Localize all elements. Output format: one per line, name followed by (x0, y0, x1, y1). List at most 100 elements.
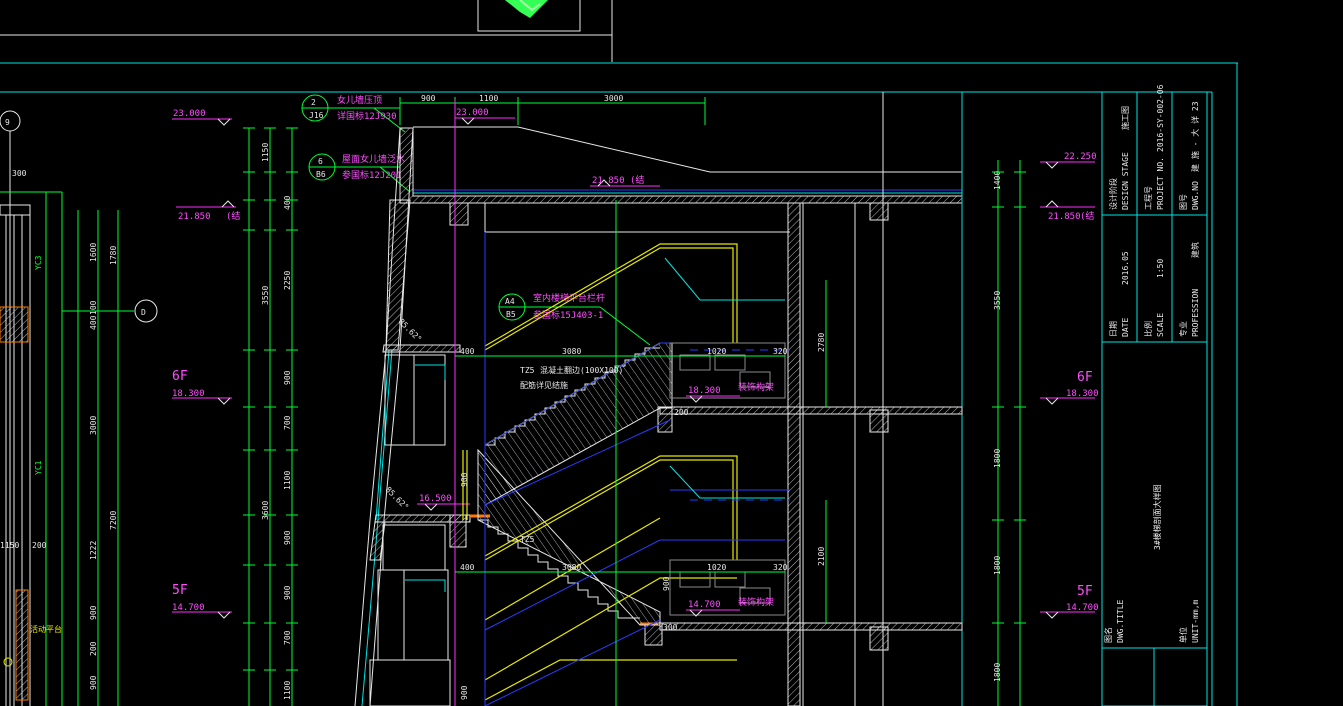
svg-text:室内楼梯平台栏杆: 室内楼梯平台栏杆 (533, 292, 605, 304)
svg-text:900: 900 (421, 94, 436, 103)
svg-text:6: 6 (318, 157, 323, 166)
svg-text:参国标15J403-1: 参国标15J403-1 (533, 309, 603, 321)
floor-5f-right: 5F (1077, 584, 1093, 599)
dim-label-left-10: 700 (283, 630, 292, 645)
project-value: 2016-SY-002-06 (1156, 84, 1165, 152)
dim-label-right-0: 1400 (993, 171, 1002, 190)
scale-en: SCALE (1156, 313, 1165, 337)
stage-value: 施工图 (1120, 106, 1130, 130)
top-dimension-chain: 900 1100 3000 23.000 (399, 94, 706, 125)
dim-label-right-1: 3550 (993, 291, 1002, 310)
svg-text:300: 300 (663, 623, 678, 632)
dim-label-left-7: 3600 (261, 501, 270, 520)
decor-note-2: 装饰构架 (738, 596, 774, 608)
dim-label-left2-5: 7200 (109, 511, 118, 530)
callout-a4[interactable]: A4 B5 室内楼梯平台栏杆 参国标15J403-1 (498, 292, 651, 346)
svg-text:200: 200 (674, 408, 689, 417)
floor-6f-right: 6F (1077, 370, 1093, 385)
sheet-frame (0, 0, 1238, 706)
svg-text:1020: 1020 (707, 347, 726, 356)
scale-value: 1:50 (1156, 259, 1165, 278)
svg-text:400: 400 (460, 563, 475, 572)
svg-text:320: 320 (773, 563, 788, 572)
yc3-label: YC3 (34, 255, 43, 270)
svg-text:1020: 1020 (707, 563, 726, 572)
dim-1150: 1150 (0, 541, 19, 550)
svg-text:女儿墙压顶: 女儿墙压顶 (337, 94, 382, 106)
elev-roof-mid: 21.850 (592, 176, 625, 186)
callout-2[interactable]: 2 J16 女儿墙压顶 详国标12J930 (301, 94, 406, 133)
stair-flights (454, 100, 790, 706)
date-en: DATE (1121, 318, 1130, 337)
svg-text:参国标12J201: 参国标12J201 (342, 169, 402, 181)
dim-label-left-0: 1150 (261, 143, 270, 162)
unit-label: 单位 (1178, 627, 1188, 643)
svg-text:2: 2 (311, 98, 316, 107)
dim-label-left-3: 2250 (283, 271, 292, 290)
tz-note-2: 配筋详见结施 (520, 380, 568, 390)
elev-landing-6f: 18.300 (688, 386, 721, 396)
title-en: DWG.TITLE (1116, 599, 1125, 643)
dim-300: 300 (12, 169, 27, 178)
right-levels: 22.250 21.850 (结 6F 18.300 5F 14.700 140… (992, 152, 1099, 706)
elev-5f-left: 14.700 (172, 603, 205, 613)
dim-label-left2-2: 100 (89, 300, 98, 315)
stage-en: DESIGN STAGE (1121, 152, 1130, 210)
date-value: 2016.05 (1121, 251, 1130, 285)
callout-6[interactable]: 6 B6 屋面女儿墙泛水 参国标12J201 (308, 153, 411, 193)
elev-6f-right: 18.300 (1066, 389, 1099, 399)
elev-right-top: 22.250 (1064, 152, 1097, 162)
elev-landing-mid: 16.500 (419, 494, 452, 504)
svg-text:3080: 3080 (562, 347, 581, 356)
axis-d-label: D (141, 308, 146, 317)
date-label: 日期 (1109, 321, 1118, 337)
dim-label-left-4: 900 (283, 370, 292, 385)
title-label: 图名 (1103, 627, 1113, 643)
title-block-text: 设计阶段 DESIGN STAGE 施工图 工程号 PROJECT NO. 20… (1103, 84, 1200, 643)
svg-text:屋面女儿墙泛水: 屋面女儿墙泛水 (342, 153, 405, 165)
svg-text:900: 900 (460, 472, 469, 487)
svg-text:B6: B6 (316, 170, 326, 179)
profession-label: 专业 (1178, 321, 1188, 337)
dim-label-left2-7: 900 (89, 605, 98, 620)
svg-text:A4: A4 (505, 297, 515, 306)
svg-text:详国标12J930: 详国标12J930 (337, 110, 397, 122)
dwg-value: 建 施 - 大 详 23 (1190, 101, 1200, 172)
dim-label-left-5: 700 (283, 415, 292, 430)
dim-label-right-2: 1800 (993, 449, 1002, 468)
elev-landing-5f: 14.700 (688, 600, 721, 610)
elev-right-roof-note: (结 (1080, 210, 1094, 222)
scale-label: 比例 (1143, 321, 1153, 337)
axis-9-label: 9 (5, 118, 10, 127)
svg-text:J16: J16 (309, 111, 324, 120)
dim-label-left-11: 1100 (283, 681, 292, 700)
elev-roof-left-note: (结 (226, 210, 240, 222)
green-logo-icon (505, 0, 548, 18)
platform-label: 活动平台 (30, 624, 62, 634)
svg-text:900: 900 (460, 685, 469, 700)
decor-note-1: 装饰构架 (738, 381, 774, 393)
dim-label-left2-0: 1600 (89, 243, 98, 262)
dim-label-left-1: 400 (283, 195, 292, 210)
profession-value: 建筑 (1190, 242, 1200, 258)
svg-text:3080: 3080 (562, 563, 581, 572)
dim-label-left2-6: 1222 (89, 541, 98, 560)
dim-label-left-2: 3550 (261, 286, 270, 305)
dim-label-left2-1: 1780 (109, 246, 118, 265)
elev-top-left: 23.000 (173, 109, 206, 119)
elev-roof-left: 21.850 (178, 212, 211, 222)
dim-200: 200 (32, 541, 47, 550)
slope-label-2: 85.62° (384, 485, 411, 512)
dim-label-left2-3: 400 (89, 315, 98, 330)
dim-label-right-3: 1800 (993, 556, 1002, 575)
project-en: PROJECT NO. (1156, 157, 1165, 210)
dim-label-left-6: 1100 (283, 471, 292, 490)
project-label: 工程号 (1144, 186, 1153, 210)
tz-code: TZ5 (520, 366, 535, 375)
dim-label-left2-4: 3000 (89, 416, 98, 435)
elev-6f-left: 18.300 (172, 389, 205, 399)
elev-top-mid: 23.000 (456, 108, 489, 118)
title-block (1101, 91, 1208, 706)
